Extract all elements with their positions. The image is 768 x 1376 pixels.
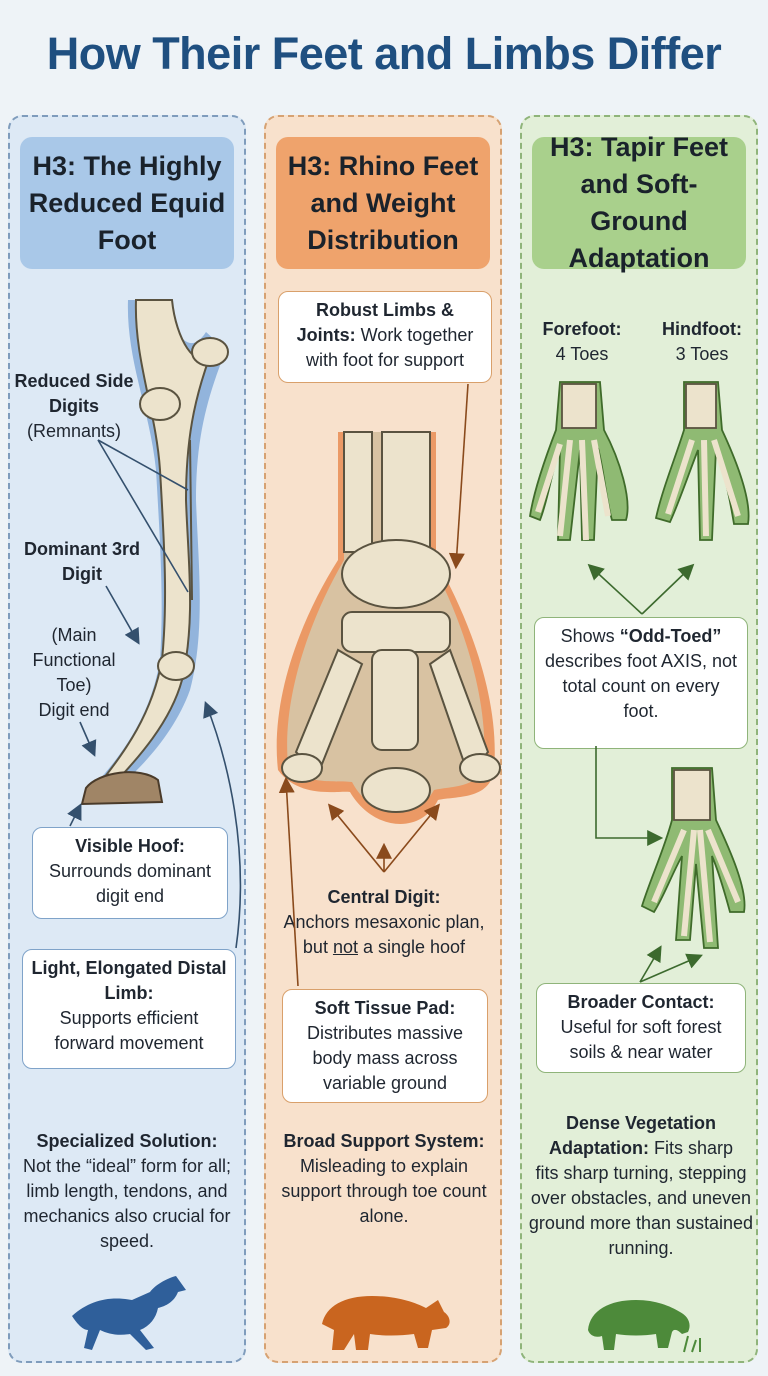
side-digits-label: Reduced Side Digits (Remnants) [14,369,134,444]
dominant-digit-label: Dominant 3rd Digit [14,537,150,587]
shows-bold: “Odd-Toed” [619,626,722,646]
central-bold: Central Digit: [327,887,441,907]
odd-toed-callout: Shows “Odd-Toed” describes foot AXIS, no… [534,617,748,749]
limbs-bold: Robust Limbs & Joints: [296,300,454,345]
distal-bold: Light, Elongated Distal Limb: [31,958,227,1003]
broader-contact-callout: Broader Contact: Useful for soft forest … [536,983,746,1073]
rhino-footer: Broad Support System: Misleading to expl… [274,1129,494,1229]
tapir-footer-bold: Dense Vegetation Adaptation: [548,1113,717,1158]
tapir-footer-text-b: fits sharp turning, stepping over obstac… [528,1163,754,1258]
equid-heading: H3: The Highly Reduced Equid Foot [20,137,234,269]
tapir-column: H3: Tapir Feet and Soft-Ground Adaptatio… [520,115,758,1363]
rhino-column: H3: Rhino Feet and Weight Distribution R… [264,115,502,1363]
soft-pad-callout: Soft Tissue Pad: Distributes massive bod… [282,989,488,1103]
shows-a: Shows [560,626,620,646]
tapir-footer: Dense Vegetation Adaptation: Fits sharp … [528,1111,754,1261]
equid-footer-bold: Specialized Solution: [36,1131,218,1151]
distal-limb-callout: Light, Elongated Distal Limb: Supports e… [22,949,236,1069]
equid-column: H3: The Highly Reduced Equid Foot Reduce… [8,115,246,1363]
dominant-digit-bold: Dominant 3rd Digit [23,539,140,584]
broad-bold: Broader Contact: [567,992,715,1012]
hoof-bold: Visible Hoof: [75,836,185,856]
limbs-text: Work together with foot for support [305,325,474,370]
side-digits-bold: Reduced Side Digits [14,371,134,416]
hoof-callout: Visible Hoof: Surrounds dominant digit e… [32,827,228,919]
distal-text: Supports efficient forward movement [54,1008,204,1053]
broad-text: Useful for soft forest soils & near wate… [560,1017,722,1062]
dominant-digit-note: (Main Functional Toe) Digit end [24,623,124,723]
shows-b: describes foot AXIS, not total count on … [544,651,738,721]
forefoot-label: Forefoot: 4 Toes [532,317,632,367]
central-text-not: not [332,937,358,957]
tapir-heading: H3: Tapir Feet and Soft-Ground Adaptatio… [532,132,746,273]
central-text-a: Anchors mesaxonic plan, [283,912,485,932]
equid-footer: Specialized Solution: Not the “ideal” fo… [20,1129,234,1254]
side-digits-note: (Remnants) [26,421,122,441]
hindfoot-bold: Hindfoot: [662,319,742,339]
forefoot-bold: Forefoot: [542,319,622,339]
pad-bold: Soft Tissue Pad: [314,998,456,1018]
page-title: How Their Feet and Limbs Differ [46,28,722,79]
rhino-footer-bold: Broad Support System: [283,1131,485,1151]
robust-limbs-callout: Robust Limbs & Joints: Work together wit… [278,291,492,383]
central-digit-label: Central Digit: Anchors mesaxonic plan, b… [268,885,500,960]
central-text-b2: a single hoof [357,937,466,957]
rhino-heading: H3: Rhino Feet and Weight Distribution [276,137,490,269]
rhino-footer-text: Misleading to explain support through to… [281,1156,487,1226]
hoof-text: Surrounds dominant digit end [48,861,212,906]
hindfoot-text: 3 Toes [675,344,729,364]
hindfoot-label: Hindfoot: 3 Toes [652,317,752,367]
dominant-note-text: (Main Functional Toe) [32,625,116,695]
forefoot-text: 4 Toes [555,344,609,364]
digit-end-text: Digit end [38,700,110,720]
pad-text: Distributes massive body mass across var… [306,1023,464,1093]
central-text-b1: but [302,937,333,957]
equid-footer-text: Not the “ideal” form for all; limb lengt… [22,1156,232,1251]
tapir-footer-text-a: Fits sharp [653,1138,734,1158]
central-text-b: but not a single hoof [268,935,500,960]
